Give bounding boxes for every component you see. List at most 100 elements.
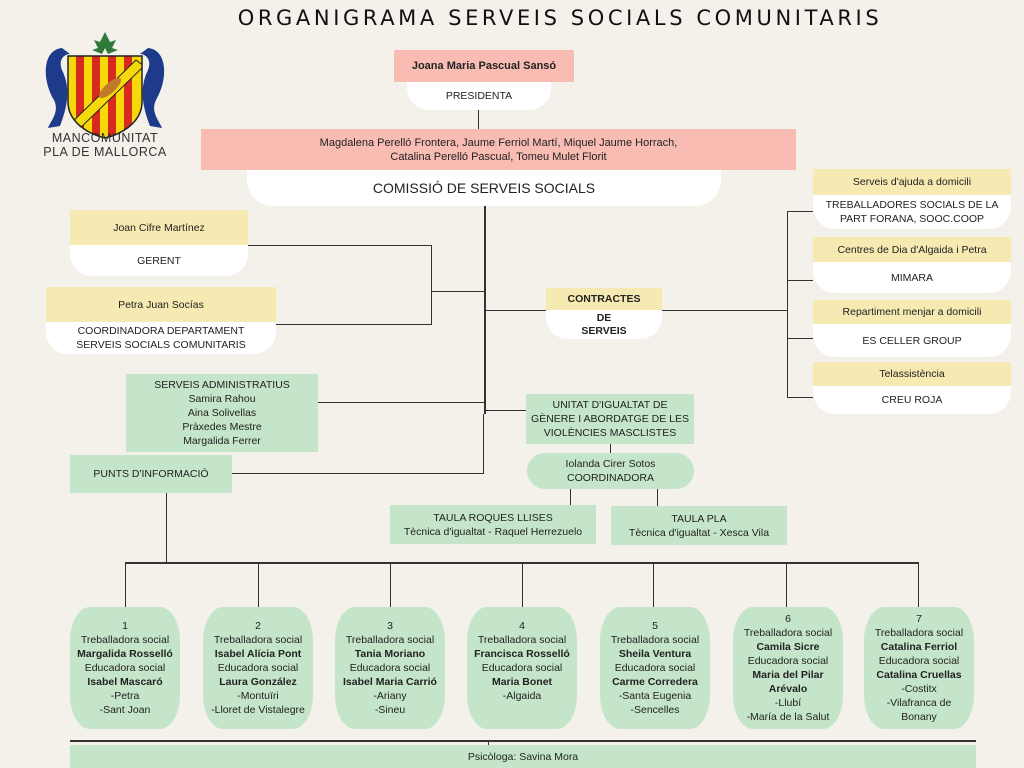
commission-members-line1: Magdalena Perelló Frontera, Jaume Ferrio… xyxy=(319,136,678,149)
president-name: Joana Maria Pascual Sansó xyxy=(394,50,574,82)
connector-line xyxy=(70,740,976,742)
zone-ts-name: Sheila Ventura xyxy=(618,648,692,660)
zone-ts-name: Isabel Alícia Pont xyxy=(214,648,302,660)
zone-number: 6 xyxy=(785,613,791,625)
gerent-role: GERENT xyxy=(70,245,248,276)
zone-es-label: Educadora social xyxy=(349,662,431,674)
zone-card: 4 Treballadora social Francisca Rosselló… xyxy=(467,607,577,729)
equality-coordinator-name: Iolanda Cirer Sotos xyxy=(565,458,656,470)
zone-es-name: Isabel Mascaró xyxy=(87,676,163,688)
zone-es-label: Educadora social xyxy=(614,662,696,674)
connector-line xyxy=(232,473,484,474)
connector-line xyxy=(787,397,813,398)
zone-ts-name: Catalina Ferriol xyxy=(880,641,958,653)
zone-town: -Sineu xyxy=(374,704,406,716)
logo-line2: PLA DE MALLORCA xyxy=(43,145,167,159)
zone-number: 2 xyxy=(255,620,261,632)
zone-es-label: Educadora social xyxy=(481,662,563,674)
connector-line xyxy=(787,211,788,398)
coordinator-role: COORDINADORA DEPARTAMENT SERVEIS SOCIALS… xyxy=(46,322,276,354)
service-name: Telassistència xyxy=(813,362,1011,386)
connector-line xyxy=(662,310,788,311)
zone-town: -Llubí xyxy=(774,697,802,709)
zone-town: -María de la Salut xyxy=(746,711,830,723)
connector-line xyxy=(478,110,479,130)
zone-town: -Sant Joan xyxy=(99,704,151,716)
connector-line xyxy=(276,324,432,325)
connector-line xyxy=(570,488,571,506)
connector-line xyxy=(484,410,526,411)
equality-unit-line3: VIOLÈNCIES MASCLISTES xyxy=(543,427,677,439)
zone-card: 2 Treballadora social Isabel Alícia Pont… xyxy=(203,607,313,729)
service-provider-line1: TREBALLADORES SOCIALS DE LA xyxy=(825,199,999,211)
connector-line xyxy=(248,245,432,246)
service-provider: ES CELLER GROUP xyxy=(813,324,1011,357)
table-roques-llises: TAULA ROQUES LLISES Tècnica d'igualtat -… xyxy=(390,505,596,544)
connector-line xyxy=(787,338,813,339)
coordinator-name: Petra Juan Socías xyxy=(46,287,276,322)
zone-number: 4 xyxy=(519,620,525,632)
service-provider: CREU ROJA xyxy=(813,386,1011,414)
zone-es-name: Carme Corredera xyxy=(612,676,698,688)
admin-services-box: SERVEIS ADMINISTRATIUS Samira Rahou Aina… xyxy=(126,374,318,452)
commission-members-line2: Catalina Perelló Pascual, Tomeu Mulet Fl… xyxy=(390,150,607,163)
commission-name: COMISSIÓ DE SERVEIS SOCIALS xyxy=(247,170,721,206)
info-points-box: PUNTS D'INFORMACIÓ xyxy=(70,455,232,493)
zone-es-name: Isabel Maria Carrió xyxy=(343,676,437,688)
zone-town: -Lloret de Vistalegre xyxy=(211,704,305,716)
admin-member: Samira Rahou xyxy=(188,393,256,405)
zone-es-label: Educadora social xyxy=(878,655,960,667)
zone-number: 7 xyxy=(916,613,922,625)
connector-line xyxy=(125,562,126,607)
connector-line xyxy=(488,740,489,746)
zone-card: 1 Treballadora social Margalida Rosselló… xyxy=(70,607,180,729)
admin-title: SERVEIS ADMINISTRATIUS xyxy=(154,379,290,391)
zone-es-name: Maria Bonet xyxy=(491,676,553,688)
connector-line xyxy=(787,211,813,212)
zone-town: -Costitx xyxy=(901,683,937,695)
connector-line xyxy=(484,310,546,311)
contracts-title: CONTRACTES xyxy=(546,288,662,310)
connector-line xyxy=(166,493,167,563)
zone-town: -Montuïri xyxy=(237,690,279,702)
connector-line xyxy=(483,414,484,474)
zone-ts-name: Tania Moriano xyxy=(354,648,426,660)
zone-ts-name: Francisca Rosselló xyxy=(474,648,570,660)
zone-es-label: Educadora social xyxy=(217,662,299,674)
zone-town: -Vilafranca de Bonany xyxy=(886,697,952,723)
connector-line xyxy=(787,280,813,281)
service-name: Repartiment menjar a domicili xyxy=(813,300,1011,324)
zone-town: -Petra xyxy=(110,690,140,702)
contracts-subtitle: DE SERVEIS xyxy=(546,310,662,339)
zone-es-label: Educadora social xyxy=(747,655,829,667)
equality-unit-line2: GÈNERE I ABORDATGE DE LES xyxy=(531,413,689,425)
connector-line xyxy=(431,245,432,325)
zone-number: 3 xyxy=(387,620,393,632)
zone-ts-label: Treballadora social xyxy=(874,627,964,639)
zone-ts-label: Treballadora social xyxy=(477,634,567,646)
contracts-line3: SERVEIS xyxy=(581,324,627,337)
president-role: PRESIDENTA xyxy=(407,82,551,110)
table-tech: Tècnica d'igualtat - Raquel Herrezuelo xyxy=(403,525,583,538)
zone-ts-label: Treballadora social xyxy=(80,634,170,646)
connector-line xyxy=(610,444,611,454)
page-title: ORGANIGRAMA SERVEIS SOCIALS COMUNITARIS xyxy=(237,6,883,30)
service-provider-line2: PART FORANA, SOOC.COOP xyxy=(839,213,985,225)
zone-card: 7 Treballadora social Catalina Ferriol E… xyxy=(864,607,974,729)
logo-text: MANCOMUNITAT PLA DE MALLORCA xyxy=(30,131,180,159)
zone-ts-name: Margalida Rosselló xyxy=(77,648,173,660)
table-name: TAULA PLA xyxy=(671,512,727,525)
service-provider: TREBALLADORES SOCIALS DE LA PART FORANA,… xyxy=(813,195,1011,229)
coordinator-role-line2: SERVEIS SOCIALS COMUNITARIS xyxy=(76,339,246,351)
zone-town: -Algaida xyxy=(502,690,542,702)
zone-es-name: Laura González xyxy=(219,676,297,688)
zone-number: 1 xyxy=(122,620,128,632)
zone-card: 6 Treballadora social Camila Sicre Educa… xyxy=(733,607,843,729)
connector-line xyxy=(918,562,919,607)
zone-town: -Santa Eugenia xyxy=(618,690,692,702)
connector-line xyxy=(786,562,787,607)
table-pla: TAULA PLA Tècnica d'igualtat - Xesca Vil… xyxy=(611,506,787,545)
service-name: Centres de Dia d'Algaida i Petra xyxy=(813,237,1011,262)
connector-line xyxy=(522,562,523,607)
coat-of-arms-icon xyxy=(45,32,165,139)
